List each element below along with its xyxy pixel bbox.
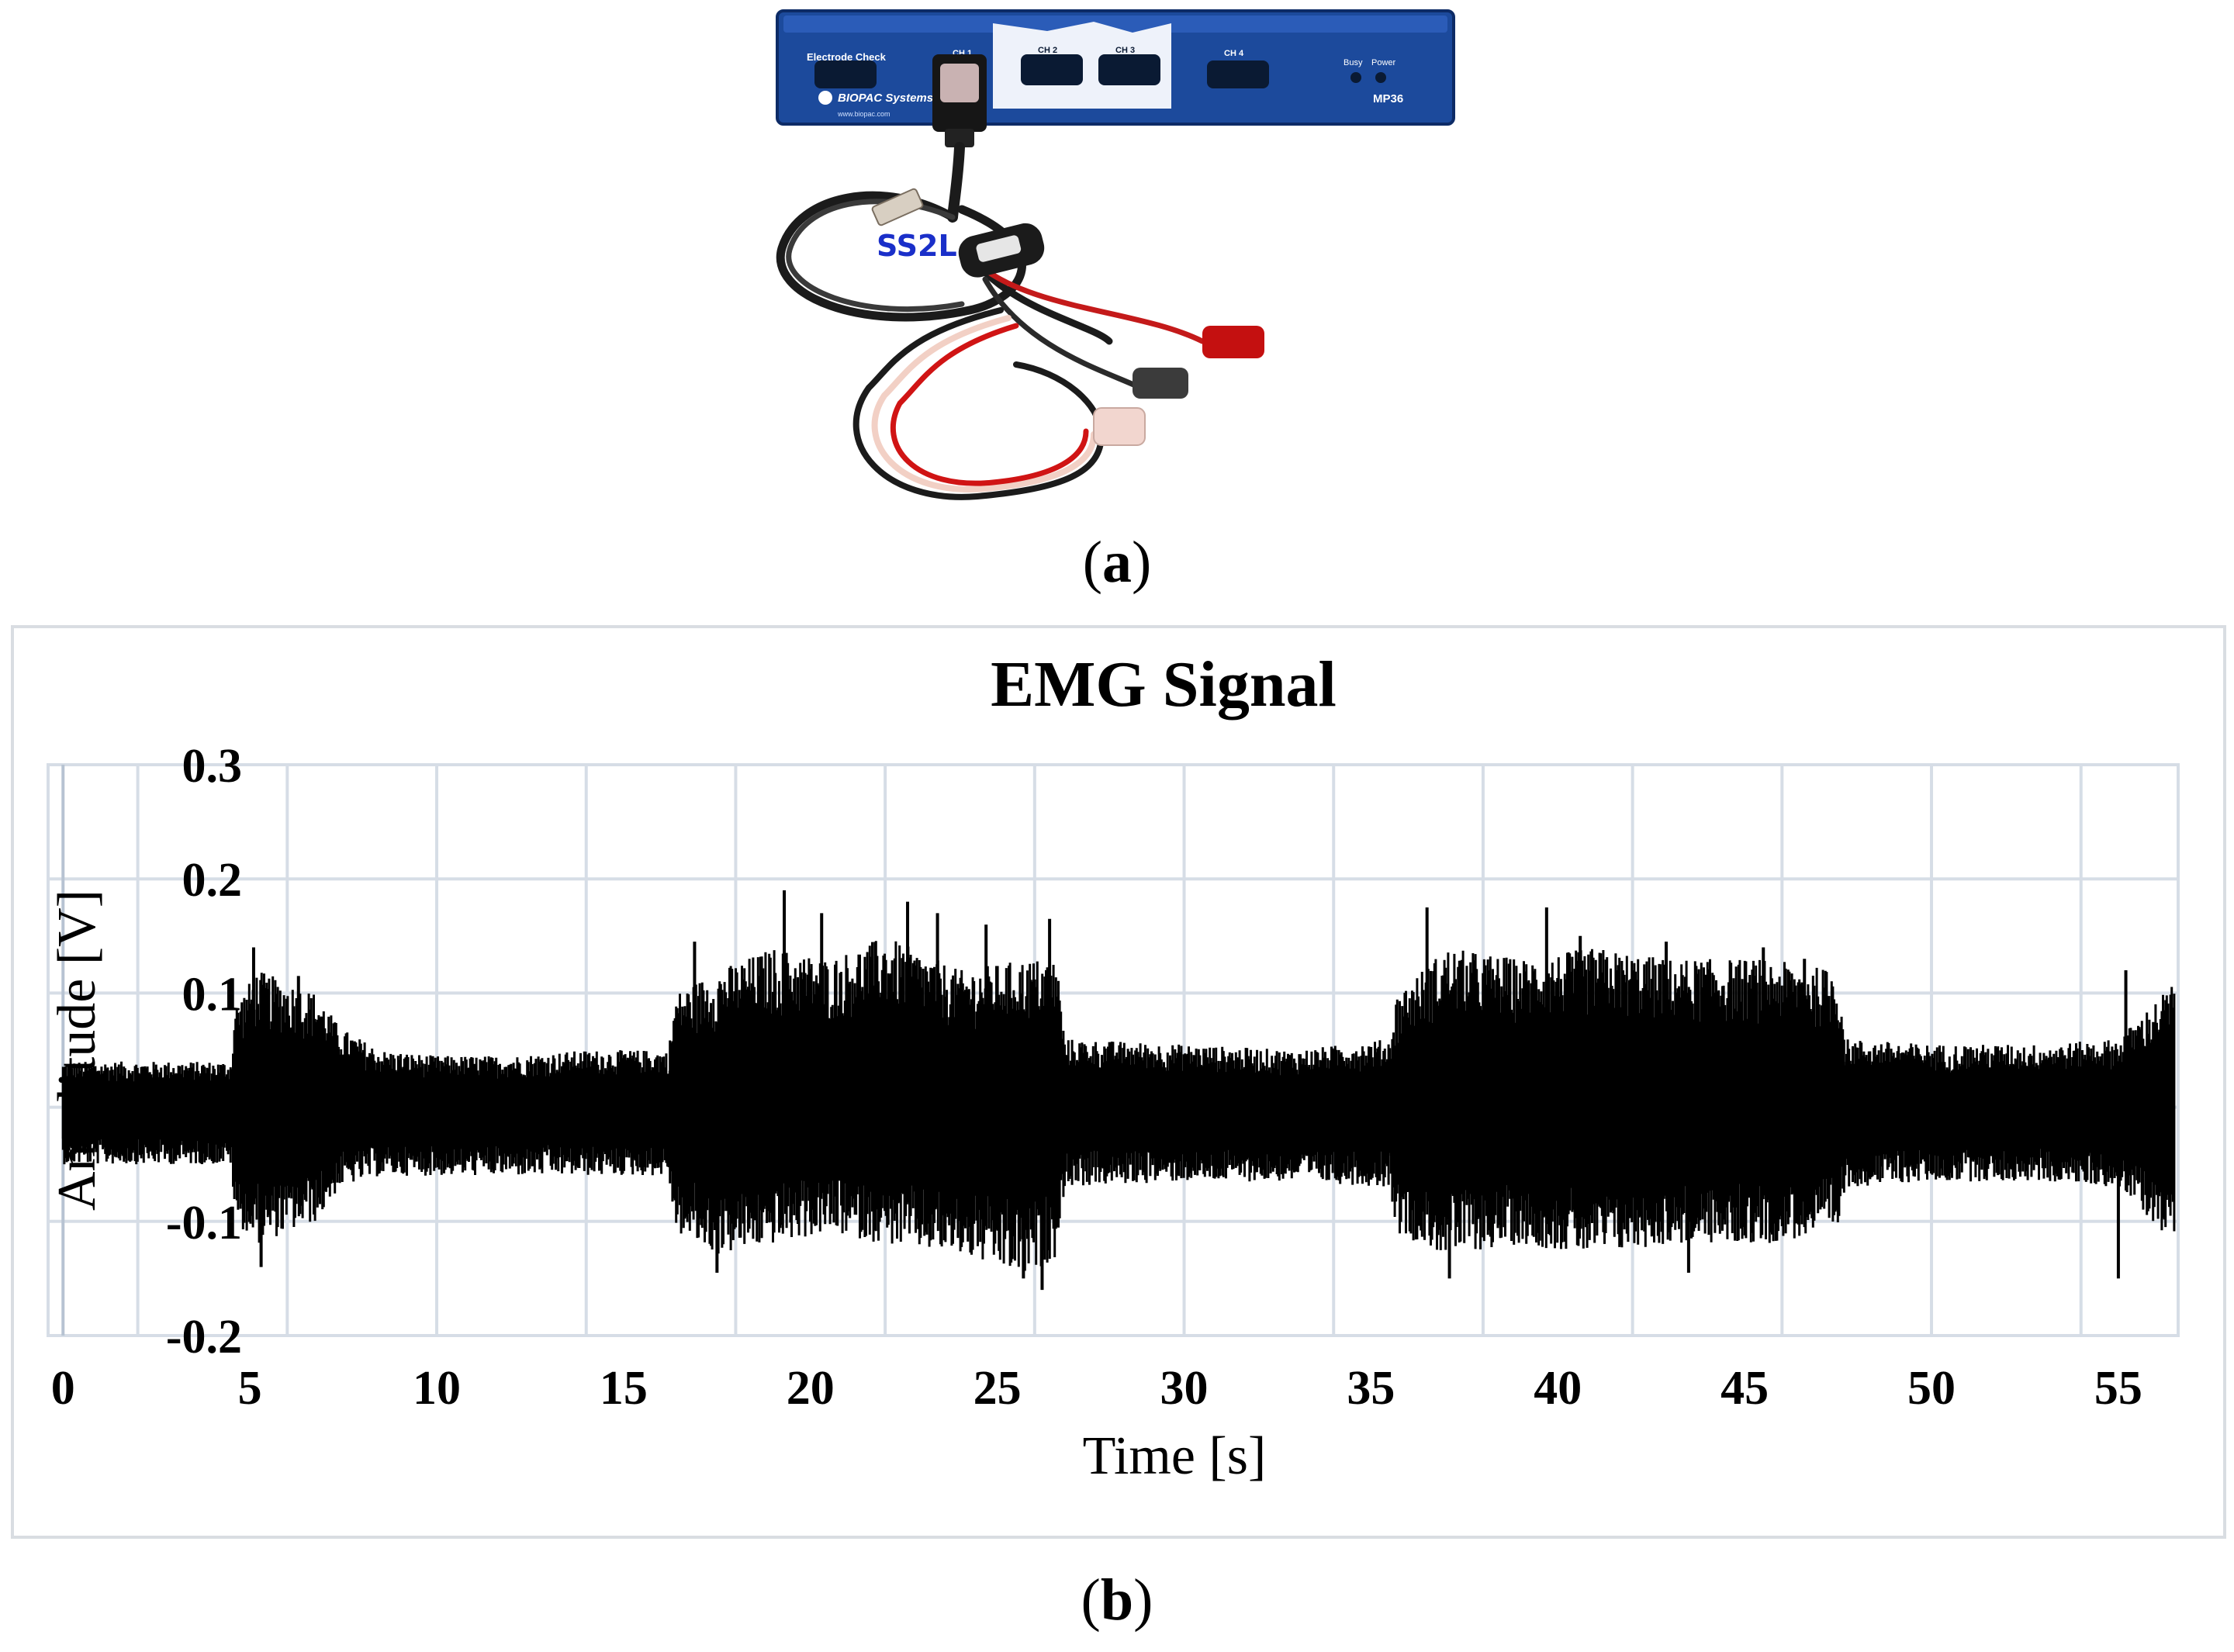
y-axis-label: Amplitude [V] [47,890,107,1211]
x-tick-label: 50 [1907,1362,1956,1415]
x-tick-label: 0 [51,1362,75,1415]
black-lead-clip [1133,368,1188,399]
x-tick-label: 45 [1720,1362,1769,1415]
x-tick-label: 20 [787,1362,835,1415]
x-tick-label: 40 [1534,1362,1582,1415]
caption-b: (b) [1081,1567,1153,1633]
biopac-logo-icon [818,91,832,105]
white-lead-clip [1093,407,1146,446]
ch3-label: CH 3 [1115,46,1135,55]
x-tick-labels: 0 5 10 15 20 25 30 35 40 45 50 55 [51,1362,2142,1415]
emg-chart-frame: 0.3 0.2 0.1 0 -0.1 -0.2 0 5 10 15 20 25 30 35 40 45 50 5… [11,625,2226,1539]
x-tick-label: 55 [2094,1362,2142,1415]
model-label: MP36 [1373,92,1403,105]
x-tick-label: 35 [1347,1362,1395,1415]
y-tick-label: 0 [218,1083,242,1135]
x-tick-label: 10 [413,1362,461,1415]
caption-a: (a) [1082,530,1152,595]
y-tick-label: -0.2 [166,1311,242,1363]
y-tick-label: -0.1 [166,1197,242,1249]
power-label: Power [1371,58,1396,67]
x-tick-label: 30 [1160,1362,1209,1415]
red-lead-clip [1202,326,1264,358]
ch3-port [1098,54,1160,85]
ch4-label: CH 4 [1224,49,1244,58]
ch4-port [1207,60,1269,88]
device-photo: Electrode Check CH 1 CH 2 CH 3 CH 4 Busy… [776,9,1455,500]
x-axis-label: Time [s] [1083,1426,1267,1486]
chart-title: EMG Signal [991,648,1337,721]
y-tick-label: 0.1 [182,968,243,1021]
x-tick-label: 25 [973,1362,1022,1415]
electrode-check-label: Electrode Check [807,51,887,63]
x-tick-label: 15 [600,1362,648,1415]
rj-connector [871,188,924,226]
cable-label: SS2L [877,229,957,263]
emg-chart: 0.3 0.2 0.1 0 -0.1 -0.2 0 5 10 15 20 25 30 35 40 45 50 5… [47,648,2180,1486]
y-tick-labels: 0.3 0.2 0.1 0 -0.1 -0.2 [166,740,242,1363]
connector-plug [932,54,987,147]
x-tick-label: 5 [238,1362,262,1415]
busy-label: Busy [1344,58,1363,67]
y-tick-label: 0.2 [182,854,243,907]
ch2-label: CH 2 [1038,46,1057,55]
y-tick-label: 0.3 [182,740,243,793]
brand-url: www.biopac.com [837,110,890,118]
brand-label: BIOPAC Systems [838,92,933,105]
electrode-check-port [814,60,877,88]
emg-signal-series [61,890,2176,1291]
ch2-port [1021,54,1083,85]
mp36-unit: Electrode Check CH 1 CH 2 CH 3 CH 4 Busy… [776,9,1455,126]
